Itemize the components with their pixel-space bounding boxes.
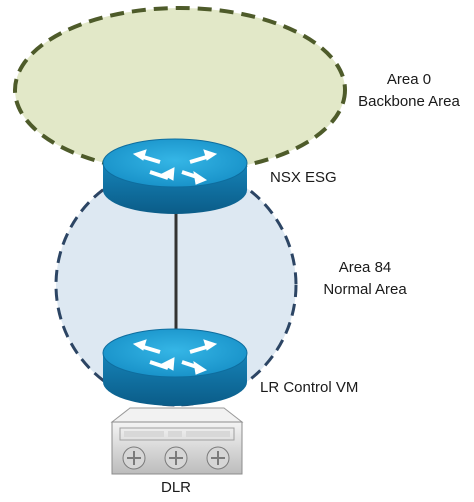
dlr-label: DLR — [161, 479, 191, 496]
dlr-appliance-icon — [110, 407, 244, 475]
lr-control-vm-label: LR Control VM — [260, 379, 358, 396]
area-84-label: Area 84 — [339, 259, 392, 276]
nsx-esg-label: NSX ESG — [270, 169, 337, 186]
area-0-label: Area 0 — [387, 71, 431, 88]
nsx-esg-router-icon — [102, 138, 248, 214]
lr-control-vm-router-icon — [102, 328, 248, 406]
area-0-sublabel: Backbone Area — [358, 93, 460, 110]
area-84-sublabel: Normal Area — [323, 281, 407, 298]
